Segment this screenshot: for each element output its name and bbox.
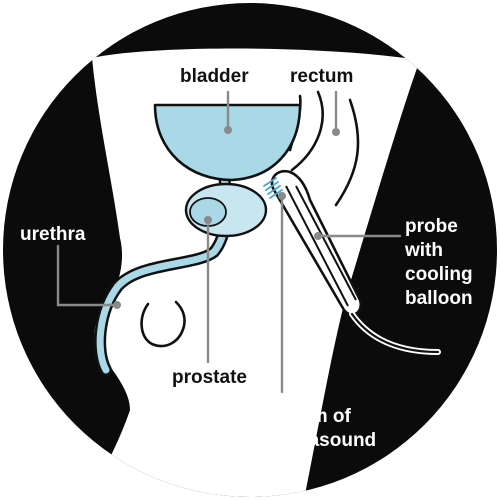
urethra-pointer <box>56 244 119 307</box>
bladder-pointer-dot <box>224 126 232 134</box>
label-probe-line2: with <box>404 240 443 261</box>
rectum-pointer-dot <box>332 128 340 136</box>
ultrasound-beam <box>263 177 283 199</box>
label-rectum: rectum <box>290 66 353 87</box>
label-prostate: prostate <box>172 367 247 388</box>
prostate-pointer-dot <box>204 216 212 224</box>
label-probe-line3: cooling <box>405 264 473 285</box>
probe-pointer-dot <box>314 232 322 240</box>
testis-outline <box>140 300 186 348</box>
label-probe-line4: balloon <box>405 288 473 309</box>
ultrasound-probe <box>270 169 441 355</box>
label-bladder: bladder <box>180 66 249 87</box>
bladder-shape <box>153 103 302 182</box>
beam-pointer-dot <box>278 192 286 200</box>
rectum-wall-right <box>290 90 324 172</box>
label-urethra: urethra <box>20 224 86 245</box>
body-silhouette <box>75 48 420 497</box>
label-probe-line1: probe <box>405 216 458 237</box>
label-beam-line2: ultrasound <box>278 430 376 451</box>
label-beam-line1: beam of <box>278 406 352 427</box>
rectum-wall-outer <box>334 98 360 207</box>
urethra-pointer-dot <box>113 301 121 309</box>
